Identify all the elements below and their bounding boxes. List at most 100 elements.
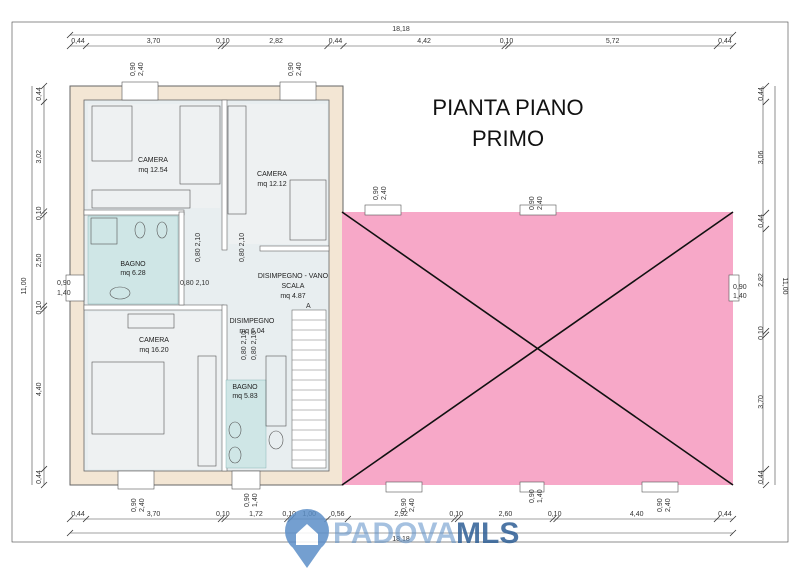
bottom-dimension-label: 0,10 [216,511,230,518]
window-top-mid [279,81,317,101]
right-dimension-label: 2,82 [758,273,765,287]
overall-dim-bottom: 18,18 [392,536,410,543]
left-dimension-label: 0,44 [36,470,43,484]
room-name: BAGNO [120,261,146,268]
dimension-tick [66,42,74,50]
bottom-dimension-label: 0,44 [718,511,732,518]
window-label-b: 2,40 [665,498,672,512]
bed-single-2 [289,179,327,241]
dimension-tick [762,465,770,473]
dimension-tick [729,31,737,39]
left-dimension-label: 3,02 [36,150,43,164]
window-left [65,274,85,302]
top-dimension-label: 0,44 [329,38,343,45]
stair-steps [292,319,326,461]
watermark: PADOVA MLS [285,509,519,568]
bottom-dimension-label: 4,40 [630,511,644,518]
window-label-b: 2,40 [537,196,544,210]
bed-single [179,105,221,185]
window-bottom-right-1 [385,481,423,493]
window-bottom-right-2 [519,481,545,493]
dimension-tick [729,529,737,537]
left-dimension-label: 0,44 [36,87,43,101]
drawing-frame [11,21,789,543]
room-area: mq 12.12 [257,181,286,188]
window-label-a: 0,90 [373,186,380,200]
left-dimension-label: 0,10 [36,206,43,220]
window-label-b: 1,40 [733,293,747,300]
right-dimension-label: 3,70 [758,395,765,409]
left-dimension-label: 2,50 [36,254,43,268]
dimension-tick [40,465,48,473]
room-name: DISIMPEGNO [230,318,275,325]
dimension-tick [451,515,458,523]
bottom-dimension-label: 0,56 [331,511,345,518]
room-camera-2 [229,104,327,244]
dimension-tick [40,98,48,106]
top-dimension-label: 0,44 [71,38,85,45]
dimension-tick [40,211,48,219]
bottom-dimension-label: 0,44 [71,511,85,518]
dimension-tick [340,42,347,50]
dimension-tick [762,331,770,339]
stair-arrow-label: A [306,303,311,310]
home-icon [296,524,318,545]
plan-title-line2: PRIMO [472,126,544,151]
excluded-cross-b [341,211,734,486]
door-label: 0,80 2,10 [251,331,258,360]
dimension-tick [344,515,352,523]
room-area: mq 6.28 [120,270,145,277]
dimension-tick [553,515,560,523]
door-label: 0,80 2,10 [195,233,202,262]
room-name: CAMERA [138,157,168,164]
dimension-tick [713,42,721,50]
dimension-tick [324,42,331,50]
right-dimension-label: 0,44 [758,87,765,101]
window-top-right-1 [364,204,402,216]
right-dimension-label: 3,06 [758,151,765,165]
room-area: mq 5.83 [232,393,257,400]
wardrobe-2 [227,105,247,215]
bidet [156,221,168,239]
window-bottom-right-3 [641,481,679,493]
window-label-b: 2,40 [409,498,416,512]
watermark-padova: PADOVA [333,517,457,550]
room-name: BAGNO [232,384,258,391]
watermark-logo [285,509,329,568]
room-camera-3 [88,312,220,469]
window-label-a: 0,90 [288,62,295,76]
top-dimension-label: 0,10 [216,38,230,45]
dimension-lines [31,34,776,534]
window-bottom-left [117,470,155,490]
bidet-2 [228,446,242,464]
bottom-dimension-label: 1,72 [249,511,263,518]
room-name: CAMERA [257,171,287,178]
wardrobe [91,189,191,209]
top-dimension-label: 2,82 [269,38,283,45]
dimension-tick [40,306,48,313]
window-label-a: 0,90 [244,493,251,507]
room-camera-1 [88,104,220,208]
dimension-tick [549,515,557,523]
window-label-a: 0,90 [401,498,408,512]
windows [65,81,740,493]
dimension-tick [762,481,770,489]
window-top-left [121,81,159,101]
watermark-mls: MLS [456,517,519,550]
dimension-tick [40,82,48,90]
dimension-tick [221,42,228,50]
dimension-tick [284,515,291,523]
dimension-tick [454,515,462,523]
window-label-b: 1,40 [537,489,544,503]
room-area: mq 4.87 [280,293,305,300]
window-label-b: 2,40 [296,62,303,76]
dimension-tick [40,481,48,489]
room-name-2: SCALA [282,283,305,290]
dimension-tick [762,209,770,217]
dimension-tick [713,515,721,523]
window-bottom-mid [231,470,261,490]
window-label-a: 0,90 [131,498,138,512]
window-label-a: 0,90 [733,284,747,291]
dimension-tick [82,42,90,50]
window-labels: 0,90 2,40 0,90 2,40 0,90 2,40 0,90 2,40 … [57,62,747,512]
